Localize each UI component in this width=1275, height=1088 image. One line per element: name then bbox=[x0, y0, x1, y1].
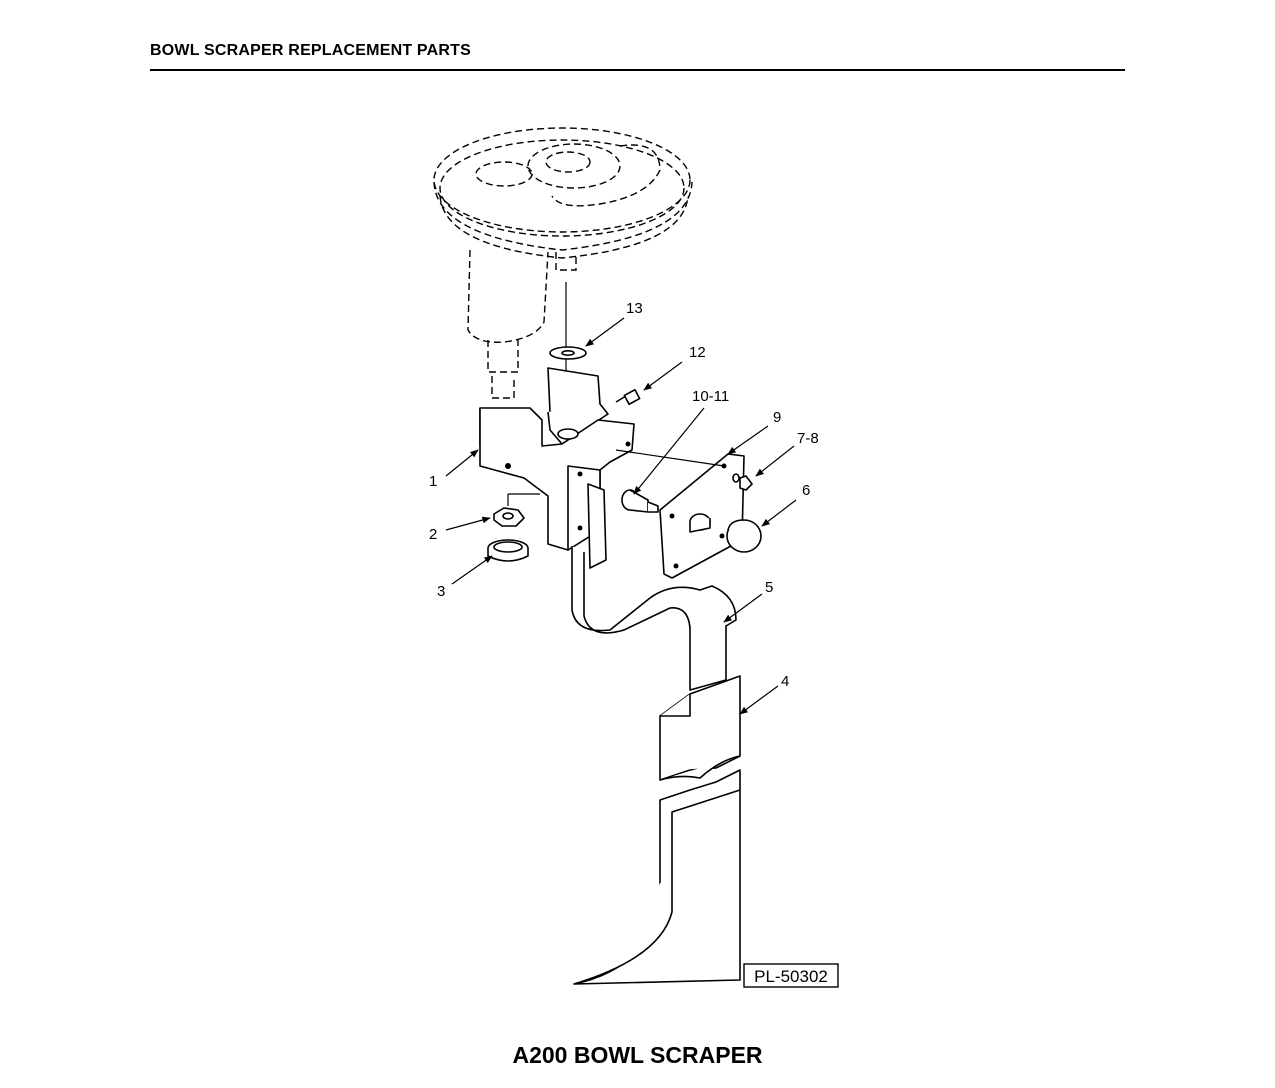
leader-12 bbox=[643, 361, 683, 391]
callout-2: 2 bbox=[429, 526, 437, 543]
callout-13: 13 bbox=[626, 300, 643, 317]
part-2-nut bbox=[493, 493, 540, 527]
callout-7-8: 7-8 bbox=[797, 430, 819, 447]
drawing-number-box: PL-50302 bbox=[743, 963, 839, 988]
part-9-mounting-plate bbox=[615, 449, 745, 579]
leader-4 bbox=[739, 685, 779, 715]
part-6-cap bbox=[726, 519, 762, 553]
leader-1 bbox=[445, 449, 479, 477]
leader-7-8 bbox=[755, 445, 795, 477]
leader-13 bbox=[585, 317, 625, 347]
diagram-title: A200 BOWL SCRAPER bbox=[512, 1042, 763, 1068]
mixer-head-phantom bbox=[433, 127, 693, 399]
callout-1: 1 bbox=[429, 473, 437, 490]
leader-2 bbox=[445, 516, 491, 531]
leader-9 bbox=[727, 425, 769, 455]
drawing-number: PL-50302 bbox=[754, 967, 828, 986]
callout-3: 3 bbox=[437, 583, 445, 600]
callout-5: 5 bbox=[765, 579, 773, 596]
part-10-11-stud bbox=[621, 489, 659, 513]
leader-10-11 bbox=[633, 407, 705, 495]
leader-6 bbox=[761, 499, 797, 527]
callout-4: 4 bbox=[781, 673, 789, 690]
callout-10-11: 10-11 bbox=[692, 388, 729, 405]
callout-12: 12 bbox=[689, 344, 706, 361]
page-header-title: BOWL SCRAPER REPLACEMENT PARTS bbox=[150, 42, 471, 59]
callout-9: 9 bbox=[773, 409, 781, 426]
leader-5 bbox=[723, 593, 763, 623]
header-rule bbox=[150, 69, 1125, 71]
part-13-washer bbox=[549, 346, 587, 360]
part-4-scraper-blade bbox=[573, 675, 741, 985]
callout-6: 6 bbox=[802, 482, 810, 499]
leader-3 bbox=[451, 555, 493, 585]
part-12-screw bbox=[615, 388, 641, 406]
part-7-8-screw-washer bbox=[732, 473, 753, 491]
part-3-bushing bbox=[487, 539, 529, 562]
